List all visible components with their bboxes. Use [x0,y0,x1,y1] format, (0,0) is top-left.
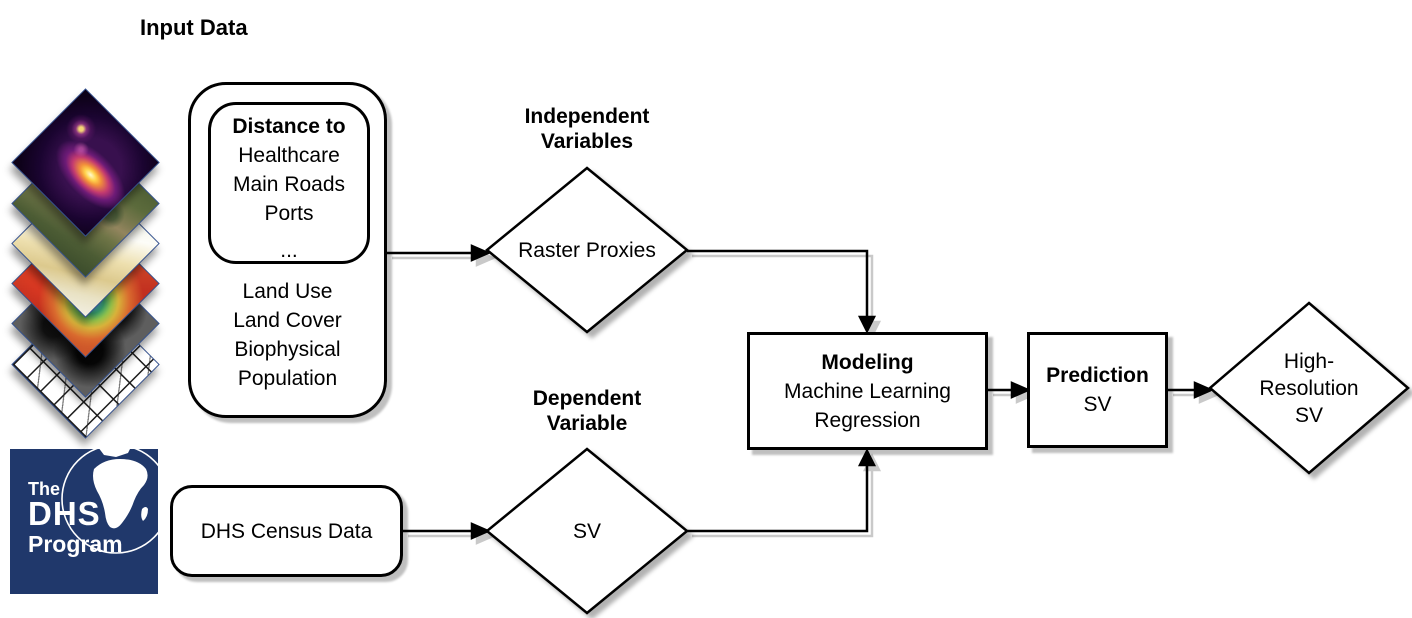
modeling-line2: Machine Learning [784,379,951,403]
modeling-line3: Regression [814,408,921,432]
dhs-program-logo: The DHS Program [10,449,158,594]
distance-item: Main Roads [232,173,346,196]
modeling-title: Modeling [821,350,914,374]
modeling-box: Modeling Machine Learning Regression [747,332,988,450]
diamond-shape [1208,301,1410,475]
high-resolution-sv-label: High- Resolution SV [1259,349,1359,427]
diamond-shape [485,447,689,615]
distance-item: Ports [264,202,314,225]
prediction-title: Prediction [1046,364,1149,387]
dependent-variable-label: Dependent Variable [532,387,642,435]
dhs-census-box: DHS Census Data [170,485,403,577]
raster-proxies-diamond: Raster Proxies [482,163,692,337]
prediction-line2: SV [1083,393,1112,416]
distance-item-ellipsis: ... [280,239,298,262]
prediction-box: Prediction SV [1027,332,1168,448]
globe-africa-icon [61,449,158,554]
dhs-logo-dhs: DHS [28,495,101,532]
surface-item: Land Cover [233,309,342,332]
sv-label: SV [572,519,601,543]
surface-variables-list: Land Use Land Cover Biophysical Populati… [191,277,384,393]
dhs-logo-the: The [28,479,61,499]
diamond-shape [485,166,689,334]
surface-item: Land Use [242,280,333,303]
input-variables-box: Distance to Healthcare Main Roads Ports … [188,82,387,418]
high-resolution-sv-diamond: High- Resolution SV [1205,298,1412,478]
surface-item: Population [237,367,338,390]
surface-item: Biophysical [234,338,341,361]
distance-item: Healthcare [238,144,340,167]
dhs-logo-program: Program [28,531,123,557]
independent-variables-label: Independent Variables [524,105,650,153]
dhs-census-label: DHS Census Data [200,519,373,543]
raster-proxies-label: Raster Proxies [518,238,656,262]
distance-to-box: Distance to Healthcare Main Roads Ports … [208,102,370,264]
distance-to-header: Distance to [232,115,346,138]
input-data-title: Input Data [140,15,248,40]
sv-diamond: SV [482,444,692,618]
